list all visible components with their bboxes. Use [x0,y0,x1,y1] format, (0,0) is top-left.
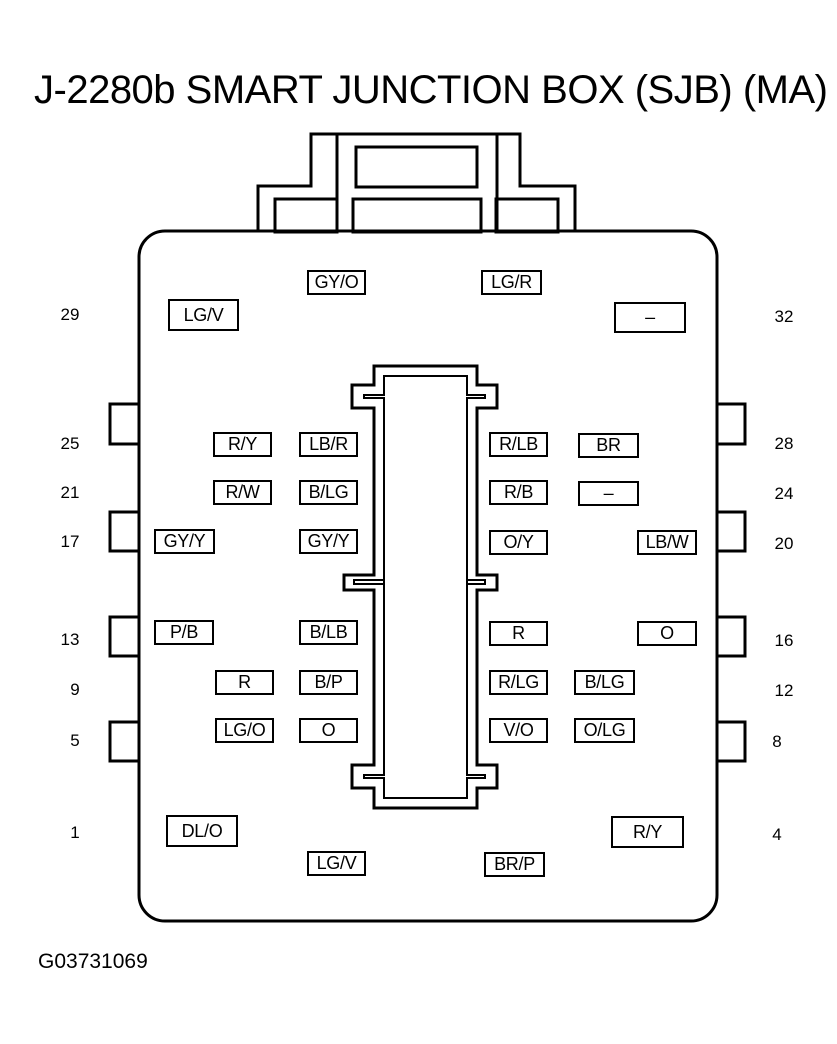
wire-label-lb-r: LB/R [299,432,358,457]
wire-label-dl-o: DL/O [166,815,238,847]
pin-number-32: 32 [774,307,794,326]
pin-number-8: 8 [772,732,782,751]
wire-label-b-lg-right: B/LG [574,670,635,695]
wire-label-br-p: BR/P [484,852,545,877]
wire-label-24: – [578,481,639,506]
wire-label-o-lg: O/LG [574,718,635,743]
wire-label-32: – [614,302,686,333]
pin-number-13: 13 [60,630,80,649]
pin-number-9: 9 [70,680,80,699]
wire-label-lg-v-bottom: LG/V [307,851,366,876]
wire-label-r-y-25: R/Y [213,432,272,457]
wire-label-r-lb: R/LB [489,432,548,457]
pin-number-17: 17 [60,532,80,551]
wire-label-lg-v-29: LG/V [168,299,239,331]
pin-number-29: 29 [60,305,80,324]
pin-number-28: 28 [774,434,794,453]
wire-label-r-9: R [215,670,274,695]
pin-number-24: 24 [774,484,794,503]
pin-number-5: 5 [70,731,80,750]
pin-number-20: 20 [774,534,794,553]
wire-label-v-o: V/O [489,718,548,743]
wire-label-r-y-4: R/Y [611,816,684,848]
wire-label-r-lg: R/LG [489,670,548,695]
diagram-title: J-2280b SMART JUNCTION BOX (SJB) (MA) [34,68,828,112]
pin-number-25: 25 [60,434,80,453]
wire-label-lg-o: LG/O [215,718,274,743]
wire-label-b-lb: B/LB [299,620,358,645]
pin-number-16: 16 [774,631,794,650]
pin-number-12: 12 [774,681,794,700]
wire-label-p-b: P/B [154,620,214,645]
pin-number-21: 21 [60,483,80,502]
wire-label-gy-o: GY/O [307,270,366,295]
wire-label-r-b: R/B [489,480,548,505]
wire-label-o-inner-left: O [299,718,358,743]
figure-id: G03731069 [38,950,148,973]
wire-label-gy-y-inner: GY/Y [299,529,358,554]
pin-number-4: 4 [772,825,782,844]
wire-label-b-lg-left: B/LG [299,480,358,505]
wire-label-br: BR [578,433,639,458]
wire-label-lg-r: LG/R [481,270,542,295]
wire-label-b-p: B/P [299,670,358,695]
wire-label-o-16: O [637,621,697,646]
wire-label-gy-y-17: GY/Y [154,529,215,554]
pin-number-1: 1 [70,823,80,842]
wire-label-r-w: R/W [213,480,272,505]
wire-label-lb-w: LB/W [637,530,697,555]
wire-label-r-inner-right: R [489,621,548,646]
wire-label-o-y: O/Y [489,530,548,555]
